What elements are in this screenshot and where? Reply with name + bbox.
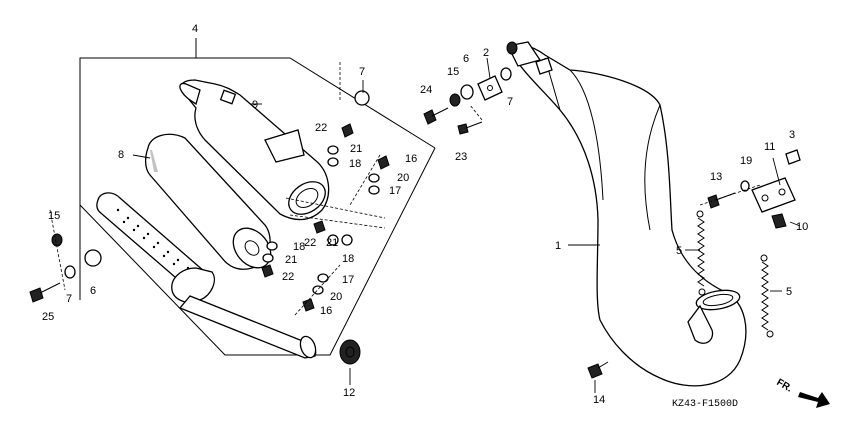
- callout-22c: 22: [304, 237, 316, 249]
- washer-part: [740, 180, 750, 192]
- callout-14: 14: [593, 394, 605, 406]
- callout-11: 11: [764, 141, 775, 153]
- grommet-part: [51, 93, 461, 247]
- callout-5a: 5: [676, 245, 682, 257]
- callout-18a: 18: [349, 158, 361, 170]
- callout-21c: 21: [326, 237, 338, 249]
- callout-16a: 16: [405, 153, 417, 165]
- assembly-guide-lines: [49, 62, 761, 316]
- muffler-inner-body-part: [179, 79, 330, 221]
- spring-part: [760, 254, 774, 338]
- callout-12: 12: [343, 387, 355, 399]
- bolt-part: [29, 107, 483, 303]
- callout-7c: 7: [66, 293, 72, 305]
- callout-18c: 18: [342, 253, 354, 265]
- spring-part: [696, 210, 706, 296]
- callout-7a: 7: [359, 66, 365, 78]
- muffler-assembly-frame: [79, 38, 436, 356]
- callout-24: 24: [420, 84, 432, 96]
- collar-part: [785, 149, 801, 165]
- callout-9: 9: [252, 99, 258, 111]
- callout-labels: 1 2 3 4 5 5 6 6 7 7 7 8 9 10 11 12 13 14…: [42, 23, 808, 406]
- callout-21a: 21: [350, 143, 362, 155]
- joint-rubber-part: [84, 84, 474, 267]
- gasket-part: [339, 339, 361, 365]
- callout-20a: 20: [397, 172, 409, 184]
- callout-2: 2: [483, 47, 489, 59]
- callout-1: 1: [555, 240, 561, 252]
- callout-22a: 22: [315, 122, 327, 134]
- callout-21b: 21: [285, 254, 297, 266]
- expansion-chamber-part: [506, 41, 747, 387]
- callout-19: 19: [740, 155, 752, 167]
- leader-lines: [132, 57, 801, 393]
- callout-3: 3: [789, 129, 795, 141]
- flange-bolt-part: [587, 361, 609, 379]
- callout-8: 8: [118, 149, 124, 161]
- callout-10: 10: [796, 221, 808, 233]
- callout-25: 25: [42, 311, 54, 323]
- callout-18b: 18: [293, 241, 305, 253]
- diagram-code: KZ43-F1500D: [672, 399, 738, 410]
- front-arrow-icon: [798, 392, 830, 408]
- callout-13: 13: [710, 171, 722, 183]
- callout-15a: 15: [447, 66, 459, 78]
- callout-15b: 15: [48, 210, 60, 222]
- inner-pipe-part: [96, 192, 317, 359]
- rubber-mount-part: [771, 213, 787, 229]
- callout-6b: 6: [90, 285, 96, 297]
- callout-7b: 7: [507, 96, 513, 108]
- collar-small-part: [64, 67, 512, 279]
- callout-22b: 22: [282, 271, 294, 283]
- callout-17b: 17: [342, 274, 354, 286]
- bolt-part: [707, 192, 736, 209]
- fastener-stack-upper: [327, 123, 390, 195]
- bracket-part: [751, 177, 796, 213]
- front-direction-indicator: FR.: [775, 377, 830, 408]
- muffler-packing-part: [144, 133, 272, 270]
- front-direction-label: FR.: [775, 377, 795, 395]
- callout-20b: 20: [330, 291, 342, 303]
- callout-16b: 16: [320, 305, 332, 317]
- callout-5b: 5: [786, 286, 792, 298]
- callout-23: 23: [455, 151, 467, 163]
- stay-plate-part: [477, 75, 503, 101]
- callout-4: 4: [192, 23, 198, 35]
- callout-17a: 17: [389, 185, 401, 197]
- callout-6a: 6: [463, 53, 469, 65]
